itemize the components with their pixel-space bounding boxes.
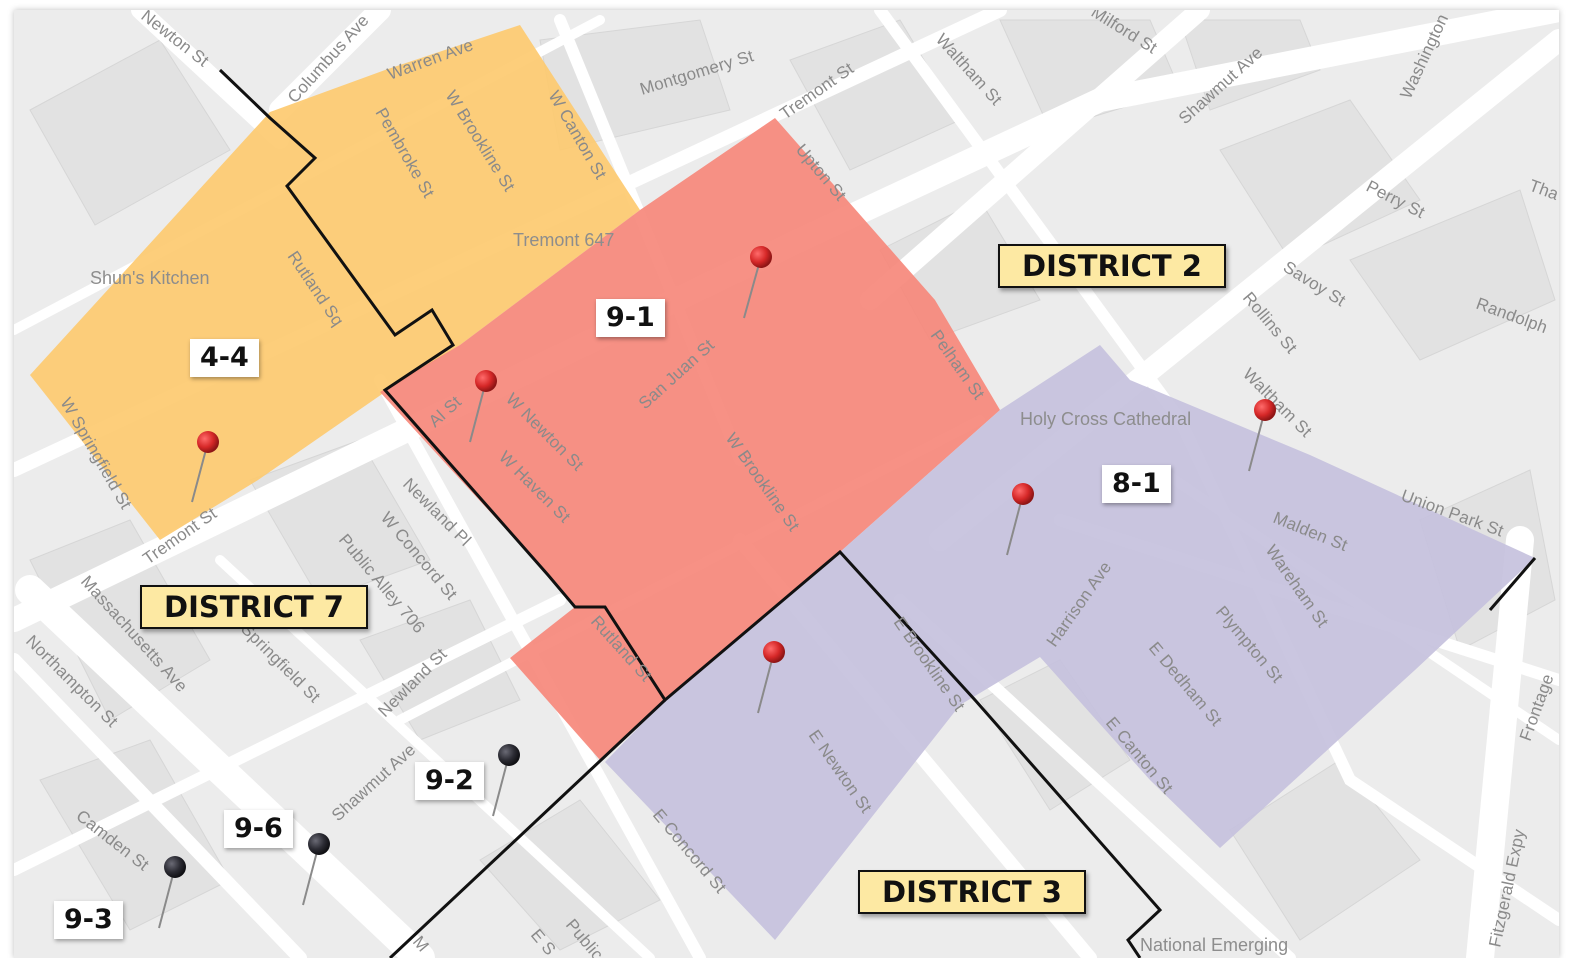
district-label-7: DISTRICT 7 — [140, 585, 368, 629]
pin-4-4[interactable] — [191, 431, 219, 503]
pin-9-2[interactable] — [492, 744, 520, 817]
place-shuns-kitchen: Shun's Kitchen — [90, 268, 210, 288]
pin-9-6[interactable] — [302, 833, 330, 906]
place-tremont-647: Tremont 647 — [513, 230, 614, 250]
district-boundaries — [218, 68, 1537, 958]
roads — [14, 10, 1559, 958]
pin-9-1-b[interactable] — [469, 370, 497, 443]
district-label-2: DISTRICT 2 — [998, 244, 1226, 288]
place-national-emerging: National Emerging — [1140, 935, 1288, 955]
pin-8-1-c[interactable] — [757, 641, 785, 714]
precinct-4-4-area — [30, 25, 640, 540]
district-label-3: DISTRICT 3 — [858, 870, 1086, 914]
precinct-map[interactable]: Newton St Columbus Ave Warren Ave Montgo… — [14, 10, 1559, 958]
precinct-label-9-3: 9-3 — [54, 901, 123, 939]
pins — [158, 246, 1276, 929]
pin-8-1-b[interactable] — [1248, 399, 1276, 472]
pin-8-1-a[interactable] — [1006, 483, 1034, 556]
place-labels: Shun's Kitchen Tremont 647 Holy Cross Ca… — [90, 230, 1288, 955]
precinct-label-9-6: 9-6 — [224, 810, 293, 848]
pin-9-1-a[interactable] — [743, 246, 772, 319]
precinct-label-4-4: 4-4 — [190, 339, 259, 377]
precinct-9-1-area — [380, 118, 1000, 760]
precinct-label-9-1: 9-1 — [596, 299, 665, 337]
precinct-8-1-area — [605, 345, 1535, 940]
pin-9-3[interactable] — [158, 856, 186, 929]
precinct-label-8-1: 8-1 — [1102, 465, 1171, 503]
precinct-label-9-2: 9-2 — [415, 762, 484, 800]
place-holy-cross-cathedral: Holy Cross Cathedral — [1020, 409, 1191, 429]
map-canvas: Newton St Columbus Ave Warren Ave Montgo… — [14, 10, 1559, 958]
